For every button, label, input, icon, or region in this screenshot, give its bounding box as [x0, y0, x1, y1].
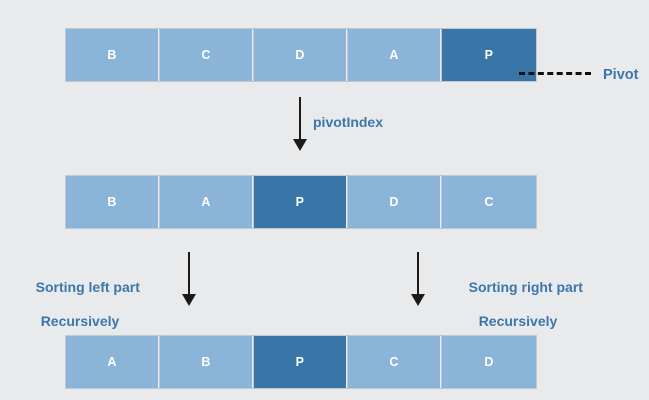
- array-cell: C: [348, 336, 442, 388]
- sort-right-label-line2: Recursively: [478, 313, 558, 329]
- array-cell: B: [66, 29, 160, 81]
- sort-right-label-line1: Sorting right part: [468, 279, 583, 295]
- arrow-head-icon: [182, 294, 196, 306]
- pivot-index-arrow: [293, 97, 307, 151]
- array-cell: A: [66, 336, 160, 388]
- array-cell: C: [160, 29, 254, 81]
- pivot-index-label: pivotIndex: [313, 114, 384, 130]
- array-row-sorted: A B P C D: [66, 336, 536, 388]
- array-cell: D: [348, 176, 442, 228]
- sort-left-label-line2: Recursively: [40, 313, 120, 329]
- array-cell-pivot: P: [254, 336, 348, 388]
- arrow-head-icon: [411, 294, 425, 306]
- array-cell-pivot: P: [442, 29, 536, 81]
- sort-left-label: Sorting left part Recursively: [5, 262, 155, 364]
- array-cell: B: [160, 336, 254, 388]
- sort-right-label: Sorting right part Recursively: [437, 262, 599, 364]
- array-cell: B: [66, 176, 160, 228]
- sort-left-label-line1: Sorting left part: [35, 279, 140, 295]
- array-row-initial: B C D A P: [66, 29, 536, 81]
- array-cell-pivot: P: [254, 176, 348, 228]
- arrow-head-icon: [293, 139, 307, 151]
- pivot-label: Pivot: [603, 67, 639, 83]
- array-cell: A: [348, 29, 442, 81]
- sort-left-arrow: [182, 252, 196, 306]
- arrow-shaft: [299, 97, 301, 140]
- array-cell: A: [160, 176, 254, 228]
- array-cell: D: [442, 336, 536, 388]
- array-row-partitioned: B A P D C: [66, 176, 536, 228]
- arrow-shaft: [417, 252, 419, 295]
- sort-right-arrow: [411, 252, 425, 306]
- pivot-dashed-connector: [519, 72, 591, 75]
- arrow-shaft: [188, 252, 190, 295]
- array-cell: C: [442, 176, 536, 228]
- array-cell: D: [254, 29, 348, 81]
